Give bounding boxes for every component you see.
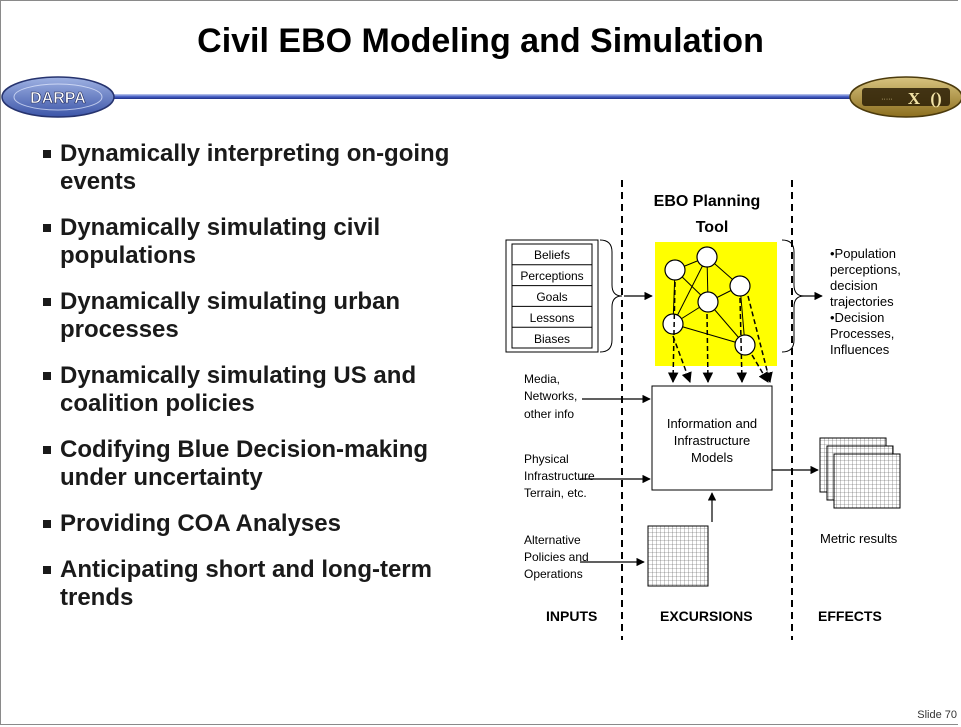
bullet-marker bbox=[43, 224, 51, 232]
svg-text:Networks,: Networks, bbox=[524, 389, 577, 403]
bullet-marker bbox=[43, 446, 51, 454]
svg-text:trajectories: trajectories bbox=[830, 294, 894, 309]
bullet-item: Dynamically simulating civil populations bbox=[40, 214, 480, 270]
section-effects: EFFECTS bbox=[818, 608, 882, 624]
dashed-arrows bbox=[667, 281, 773, 384]
bullet-marker bbox=[43, 298, 51, 306]
left-brace bbox=[599, 239, 623, 353]
bullet-item: Dynamically interpreting on-going events bbox=[40, 140, 480, 196]
svg-text:Physical: Physical bbox=[524, 452, 569, 466]
slide-title: Civil EBO Modeling and Simulation bbox=[197, 22, 764, 60]
svg-text:Processes,: Processes, bbox=[830, 326, 894, 341]
network-nodes bbox=[662, 246, 756, 356]
stack-item: Goals bbox=[536, 290, 567, 304]
bullet-text: Providing COA Analyses bbox=[60, 510, 341, 537]
excursion-grid bbox=[647, 525, 709, 587]
bullet-item: Dynamically simulating urban processes bbox=[40, 288, 480, 344]
svg-text:Alternative: Alternative bbox=[524, 533, 581, 547]
ixo-logo: ····· X () bbox=[849, 76, 961, 118]
bullet-marker bbox=[43, 372, 51, 380]
bullet-marker bbox=[43, 150, 51, 158]
svg-text:Infrastructure: Infrastructure bbox=[524, 469, 595, 483]
bullet-text: Dynamically simulating US and coalition … bbox=[60, 362, 417, 417]
models-box-line: Models bbox=[691, 450, 733, 465]
bullet-text: Dynamically interpreting on-going events bbox=[60, 140, 450, 195]
metric-results-label: Metric results bbox=[820, 531, 898, 546]
svg-text:Operations: Operations bbox=[524, 567, 583, 581]
section-excursions: EXCURSIONS bbox=[660, 608, 753, 624]
svg-text:other info: other info bbox=[524, 407, 574, 421]
metric-grids bbox=[819, 437, 901, 509]
models-box-line: Information and bbox=[667, 416, 757, 431]
bullet-text: Dynamically simulating civil populations bbox=[60, 214, 381, 269]
belief-stack: Beliefs Perceptions Goals Lessons Biases bbox=[505, 239, 599, 353]
svg-text:Policies and: Policies and bbox=[524, 550, 589, 564]
section-inputs: INPUTS bbox=[546, 608, 597, 624]
header-rule bbox=[110, 94, 850, 99]
svg-text:·····: ····· bbox=[881, 96, 893, 103]
models-box-line: Infrastructure bbox=[674, 433, 751, 448]
bullet-text: Dynamically simulating urban processes bbox=[60, 288, 401, 343]
slide-number: Slide 70 bbox=[917, 709, 957, 721]
models-box bbox=[651, 385, 773, 491]
bullet-marker bbox=[43, 520, 51, 528]
stack-item: Lessons bbox=[530, 311, 575, 325]
darpa-logo-text: DARPA bbox=[30, 90, 86, 107]
bullet-text: Anticipating short and long-term trends bbox=[60, 556, 432, 611]
planning-tool-label-1: EBO Planning bbox=[654, 193, 761, 210]
bullet-list: Dynamically interpreting on-going events… bbox=[40, 140, 480, 630]
input-physical: Physical Infrastructure Terrain, etc. bbox=[524, 452, 595, 500]
svg-text:X: X bbox=[908, 89, 921, 108]
bullet-item: Anticipating short and long-term trends bbox=[40, 556, 480, 612]
darpa-logo: DARPA bbox=[1, 76, 115, 118]
bullet-item: Codifying Blue Decision-making under unc… bbox=[40, 436, 480, 492]
bullet-item: Dynamically simulating US and coalition … bbox=[40, 362, 480, 418]
stack-item: Biases bbox=[534, 332, 570, 346]
svg-text:•Population: •Population bbox=[830, 246, 896, 261]
svg-text:perceptions,: perceptions, bbox=[830, 262, 901, 277]
input-alternative: Alternative Policies and Operations bbox=[524, 533, 589, 581]
input-media: Media, Networks, other info bbox=[524, 372, 577, 421]
stack-item: Perceptions bbox=[520, 269, 583, 283]
effects-text: •Population perceptions, decision trajec… bbox=[830, 246, 901, 357]
svg-text:Media,: Media, bbox=[524, 372, 560, 386]
bullet-text: Codifying Blue Decision-making under unc… bbox=[60, 436, 429, 491]
planning-tool-label-2: Tool bbox=[696, 219, 729, 236]
svg-text:Influences: Influences bbox=[830, 342, 890, 357]
header-bar: DARPA ····· X () bbox=[1, 76, 961, 118]
bullet-marker bbox=[43, 566, 51, 574]
bullet-item: Providing COA Analyses bbox=[40, 510, 480, 538]
svg-text:(): () bbox=[930, 89, 941, 108]
svg-text:decision: decision bbox=[830, 278, 878, 293]
svg-text:Terrain, etc.: Terrain, etc. bbox=[524, 486, 587, 500]
stack-item: Beliefs bbox=[534, 248, 570, 262]
svg-text:•Decision: •Decision bbox=[830, 310, 884, 325]
